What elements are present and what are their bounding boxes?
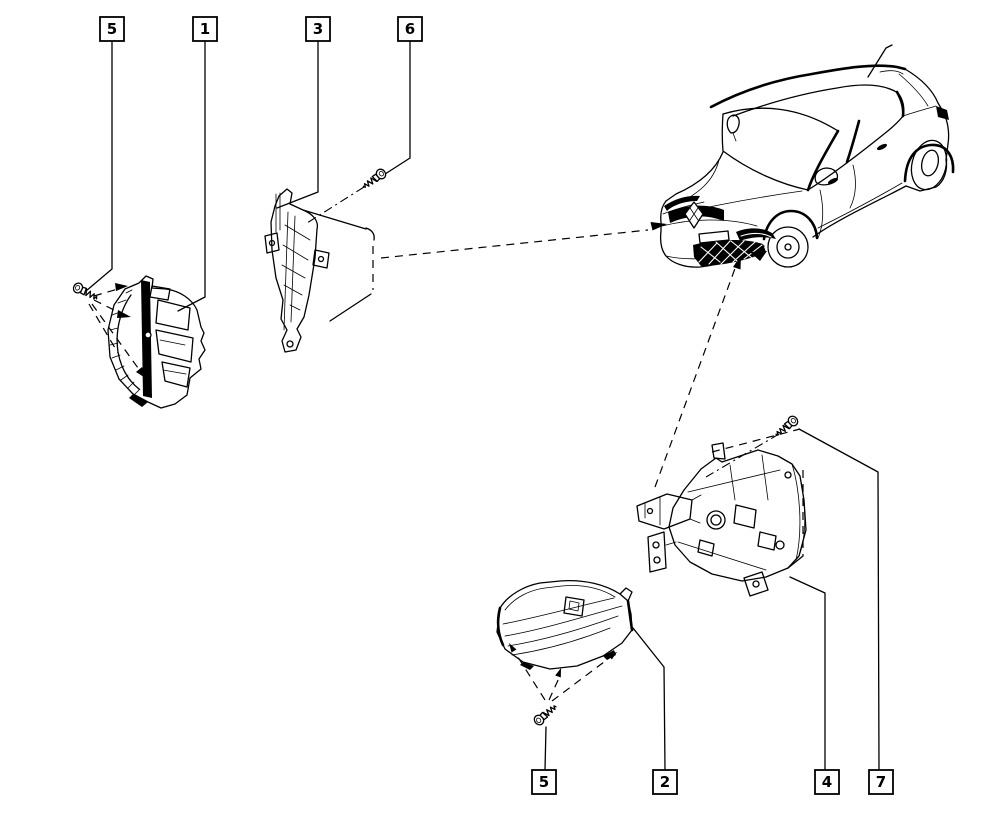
callout-1: 1 (192, 16, 218, 42)
part-2-fog-lamp (496, 579, 634, 670)
callout-number: 6 (405, 20, 415, 38)
part-1-fog-lamp-left (107, 275, 206, 409)
callout-box (652, 769, 678, 795)
callout-box (531, 769, 557, 795)
leader-lines (85, 40, 880, 771)
part-3-mounting-bracket (264, 188, 375, 353)
callout-box (192, 16, 218, 42)
callout-5-bottom: 5 (531, 769, 557, 795)
callout-box (868, 769, 894, 795)
callout-number: 3 (313, 20, 323, 38)
callout-6: 6 (397, 16, 423, 42)
callout-number: 5 (539, 773, 549, 791)
callout-3: 3 (305, 16, 331, 42)
screw-5-upper-icon (71, 280, 147, 379)
callout-number: 5 (107, 20, 117, 38)
callout-4: 4 (814, 769, 840, 795)
part-4-support-bracket (636, 428, 807, 597)
callout-box (814, 769, 840, 795)
callout-number: 7 (876, 773, 886, 791)
callout-number: 4 (822, 773, 832, 791)
callout-number: 2 (660, 773, 670, 791)
screw-6-icon (306, 166, 389, 224)
car-illustration (660, 44, 955, 268)
connector-lines (380, 222, 741, 488)
screw-7-icon (705, 413, 801, 478)
callout-2: 2 (652, 769, 678, 795)
callout-box (305, 16, 331, 42)
callout-number: 1 (200, 20, 210, 38)
screw-5-lower-icon (509, 643, 617, 728)
callout-5-top: 5 (99, 16, 125, 42)
callout-7: 7 (868, 769, 894, 795)
callout-box (397, 16, 423, 42)
callout-box (99, 16, 125, 42)
